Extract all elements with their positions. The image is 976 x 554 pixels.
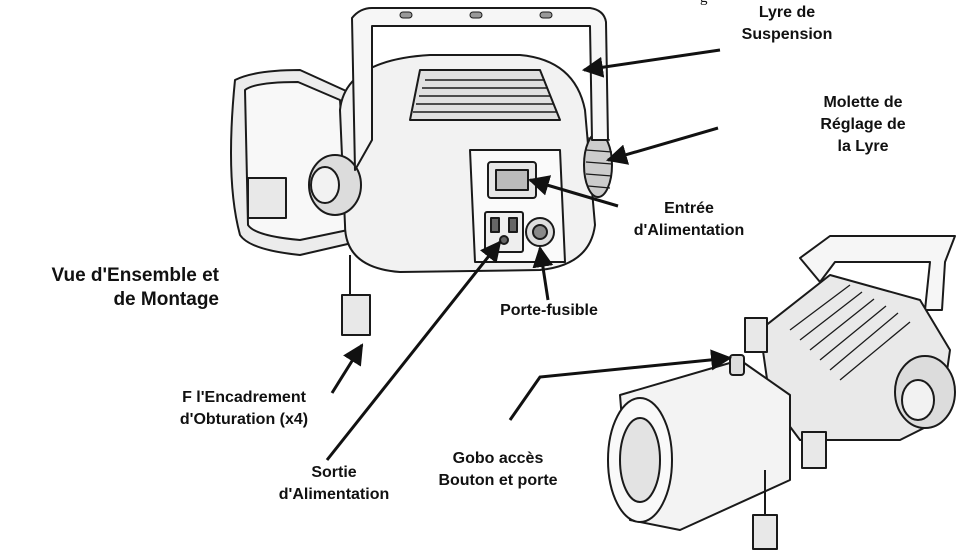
clipped-top-text: g (700, 0, 708, 7)
label-porte-fusible: Porte-fusible (489, 300, 609, 322)
label-line: Sortie (311, 464, 357, 481)
label-line: Gobo accès (452, 450, 544, 467)
label-line: Lyre de (758, 4, 816, 21)
label-line: F l'Encadrement (182, 389, 306, 406)
label-line: Suspension (741, 26, 833, 43)
label-line: la Lyre (837, 138, 889, 155)
label-line: Entrée (664, 200, 714, 217)
label-line: Molette de (823, 94, 903, 111)
label-line: Porte-fusible (500, 302, 598, 319)
label-gobo: Gobo accès Bouton et porte (418, 448, 578, 492)
label-molette: Molette de Réglage de la Lyre (788, 92, 938, 158)
label-line: Réglage de (820, 116, 906, 133)
label-line: Bouton et porte (438, 472, 558, 489)
label-encadrement: F l'Encadrement d'Obturation (x4) (164, 387, 324, 431)
label-entree: Entrée d'Alimentation (614, 198, 764, 242)
title-line: de Montage (113, 289, 219, 310)
main-fixture (230, 7, 613, 336)
arrow-lyre-suspension (581, 48, 721, 78)
label-line: d'Alimentation (278, 486, 390, 503)
arrow-molette (605, 126, 719, 165)
label-line: d'Obturation (x4) (179, 411, 309, 428)
arrow-porte-fusible (532, 245, 554, 301)
arrow-entree (527, 175, 619, 208)
label-line: d'Alimentation (633, 222, 745, 239)
title-line: Vue d'Ensemble et (51, 265, 219, 286)
arrow-encadrement (330, 343, 364, 394)
diagram-title: Vue d'Ensemble et de Montage (0, 264, 219, 312)
arrow-gobo (508, 349, 733, 421)
label-sortie: Sortie d'Alimentation (264, 462, 404, 506)
callout-arrows (325, 48, 733, 461)
label-lyre-suspension: Lyre de Suspension (722, 2, 852, 46)
arrow-sortie (325, 240, 502, 461)
secondary-fixture (607, 235, 956, 550)
